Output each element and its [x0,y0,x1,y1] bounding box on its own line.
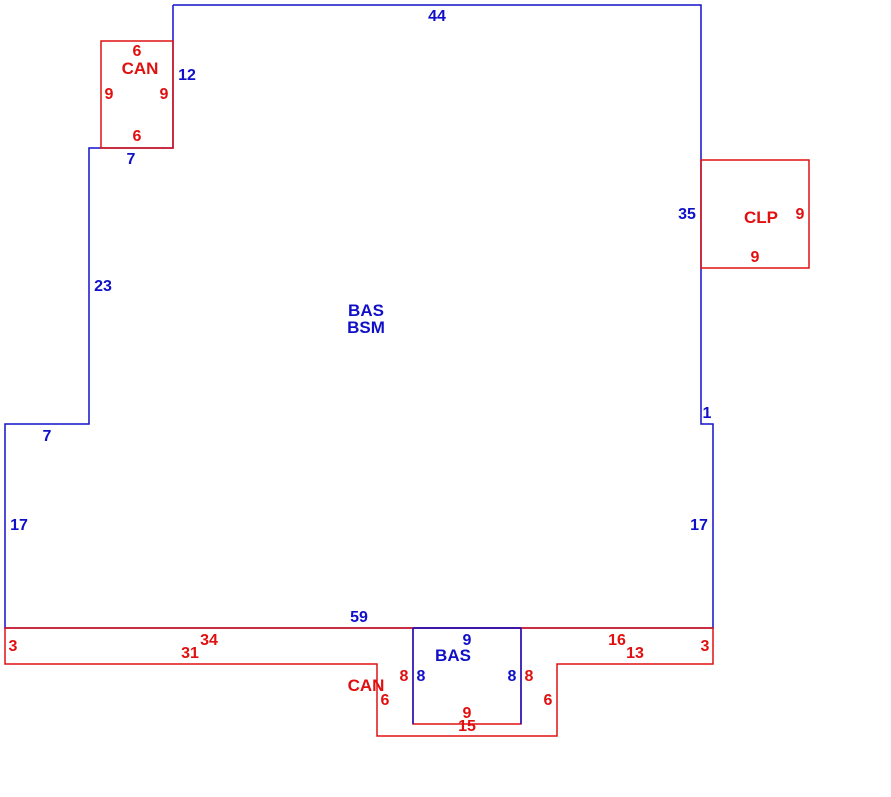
main-area-label: BAS [348,301,384,320]
dim-main-left-mid: 23 [94,278,112,295]
dim-bottom-canopy-inner-right: 13 [626,645,644,662]
dim-main-left-step: 7 [43,428,52,445]
dim-bottom-canopy-inner-left: 31 [181,645,199,662]
dim-bottom-canopy-bay-bottom: 9 [463,705,472,722]
dim-porch-right: 9 [796,206,805,223]
bottom-canopy-outline [4,627,714,737]
dim-bay-top: 9 [463,632,472,649]
dim-main-left-lower: 17 [10,517,28,534]
dim-porch-bottom: 9 [751,249,760,266]
top-canopy-outline [100,40,174,149]
dim-bottom-canopy-right-end: 3 [701,638,710,655]
dim-bottom-canopy-top-right: 16 [608,632,626,649]
porch-label: CLP [744,208,778,227]
dim-main-top: 44 [428,8,446,25]
dim-bottom-canopy-bay-left: 8 [400,668,409,685]
dim-top-canopy-bottom: 6 [133,128,142,145]
bottom-canopy-label: CAN [348,676,385,695]
dim-bottom-canopy-bay-right: 8 [525,668,534,685]
top-canopy-label: CAN [122,59,159,78]
dim-main-right-jog: 1 [703,405,712,422]
dim-bottom-canopy-bottom: 15 [458,718,476,735]
dim-bay-left: 8 [417,668,426,685]
dim-main-bottom: 59 [350,609,368,626]
dim-main-notch-bottom: 7 [127,151,136,168]
dim-top-canopy-right: 9 [160,86,169,103]
dim-main-right-lower: 17 [690,517,708,534]
dim-main-notch-right: 12 [178,67,196,84]
dim-bottom-canopy-left-drop: 6 [381,692,390,709]
bay-area-label: BAS [435,646,471,665]
main-area-sublabel: BSM [347,318,385,337]
dim-top-canopy-top: 6 [133,43,142,60]
dim-bottom-canopy-right-drop: 6 [544,692,553,709]
dim-bay-right: 8 [508,668,517,685]
dim-top-canopy-left: 9 [105,86,114,103]
dim-main-right-upper: 35 [678,206,696,223]
porch-outline [700,159,810,269]
dim-bottom-canopy-top-left: 34 [200,632,218,649]
dim-bottom-canopy-left-end: 3 [9,638,18,655]
